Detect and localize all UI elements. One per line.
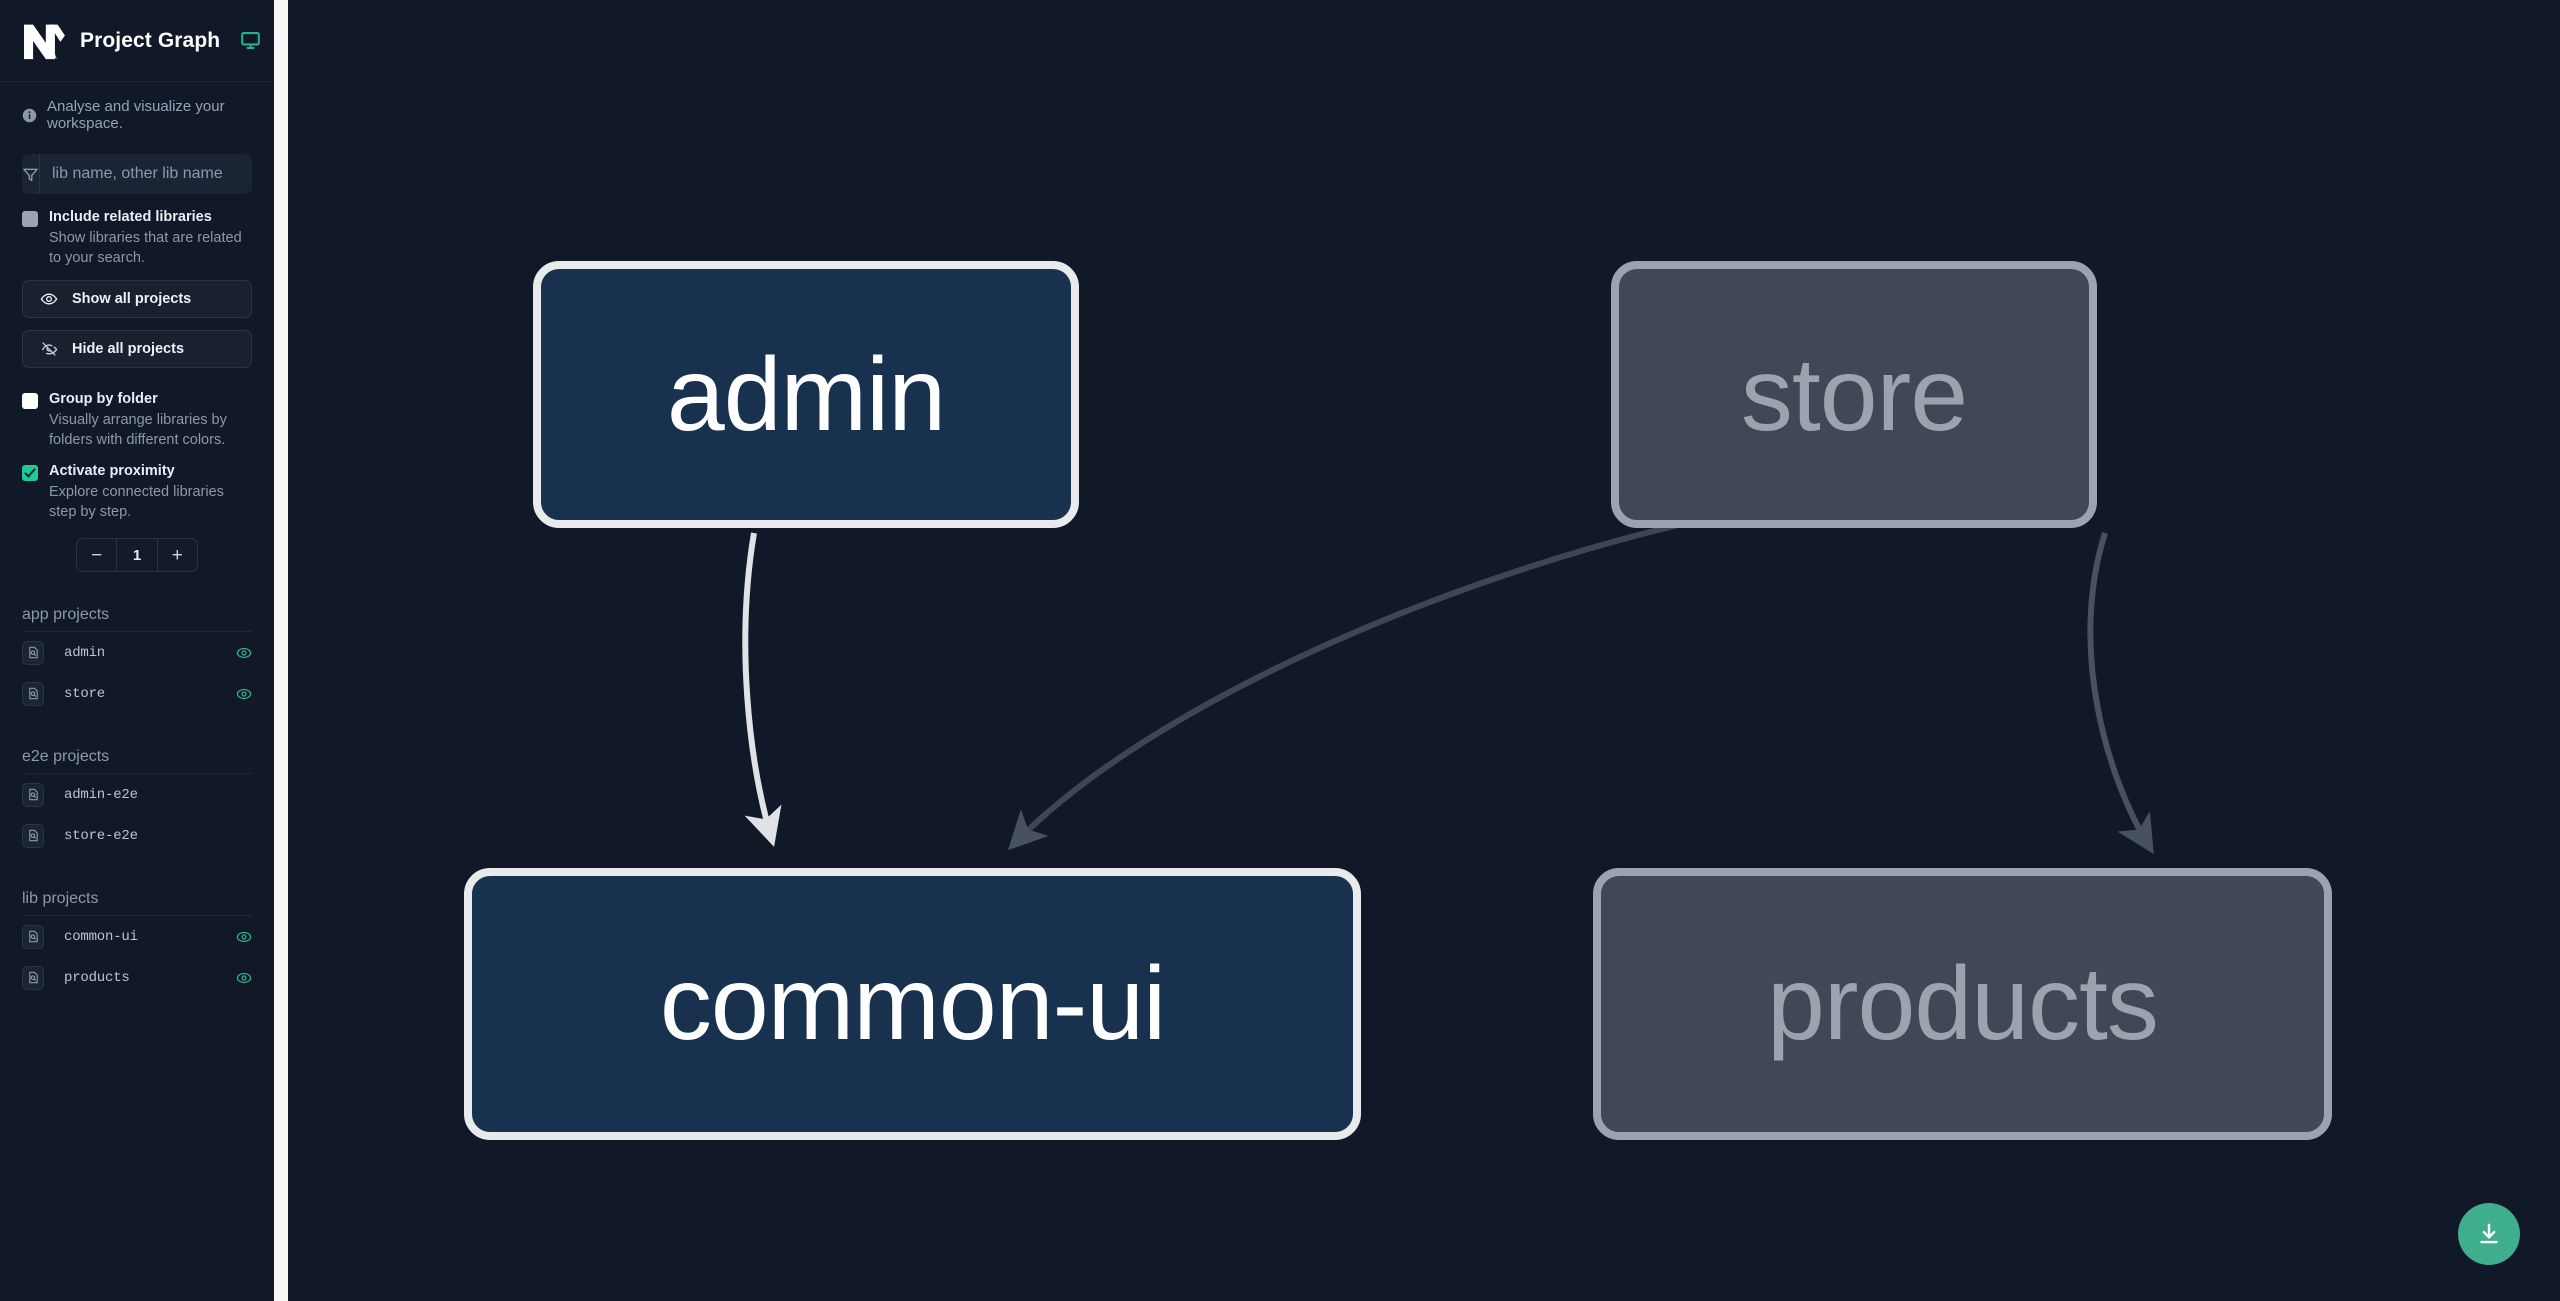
project-file-icon [22,924,44,949]
proximity-decrement-button[interactable]: − [77,539,116,571]
eye-icon [40,290,58,308]
activate-proximity-label: Activate proximity [49,463,175,479]
project-list-item-store[interactable]: store [22,673,252,714]
project-group-heading: lib projects [22,890,252,916]
download-icon [2476,1221,2502,1247]
graph-canvas[interactable]: admin store common-ui products [288,0,2560,1301]
project-list-item-label: store [64,685,106,702]
stepper-divider [156,539,158,571]
activate-proximity-checkbox[interactable] [22,465,38,481]
sidebar-resize-handle[interactable] [274,0,288,1301]
sidebar-header: Project Graph [0,0,274,82]
nx-logo [22,21,66,61]
proximity-increment-button[interactable]: + [158,539,197,571]
project-file-icon [22,782,44,807]
eye-off-icon [40,340,58,358]
sidebar-body: Include related libraries Show libraries… [0,146,274,1301]
graph-node-label: products [1767,946,2159,1062]
graph-node-label: admin [666,336,946,453]
group-by-folder-description: Visually arrange libraries by folders wi… [49,412,227,448]
tagline-text: Analyse and visualize your workspace. [47,98,225,132]
project-group-heading: e2e projects [22,748,252,774]
include-related-checkbox[interactable] [22,211,38,227]
project-file-icon [22,823,44,848]
include-related-label: Include related libraries [49,209,212,225]
option-group-by-folder[interactable]: Group by folder Visually arrange librari… [22,390,252,450]
hide-all-projects-label: Hide all projects [72,341,185,357]
group-by-folder-checkbox[interactable] [22,393,38,409]
project-list-item-common-ui[interactable]: common-ui [22,916,252,957]
project-list-item-admin[interactable]: admin [22,632,252,673]
search-row[interactable] [22,154,252,194]
project-file-icon [22,681,44,706]
project-group-heading: app projects [22,606,252,632]
activate-proximity-description: Explore connected libraries step by step… [49,484,224,520]
project-file-icon [22,640,44,665]
edge-store-to-products [2087,532,2154,855]
sidebar: Project Graph Analyse and visualize your… [0,0,274,1301]
project-list-item-label: products [64,969,130,986]
show-all-projects-label: Show all projects [72,291,192,307]
project-list-item-label: admin-e2e [64,786,138,803]
project-list-item-admin-e2e[interactable]: admin-e2e [22,774,252,815]
proximity-value: 1 [132,546,142,564]
edge-store-to-common-ui [1007,484,1904,851]
show-all-projects-button[interactable]: Show all projects [22,280,252,318]
eye-visible-icon[interactable] [236,645,252,661]
eye-visible-icon[interactable] [236,970,252,986]
group-by-folder-label: Group by folder [49,391,158,407]
project-groups: app projects admin store e2e projects ad… [22,606,252,998]
filter-icon [22,154,40,194]
info-icon [22,108,37,123]
page-title: Project Graph [80,28,221,52]
search-input[interactable] [40,154,252,194]
project-file-icon [22,965,44,990]
graph-node-common-ui[interactable]: common-ui [464,868,1361,1140]
option-activate-proximity[interactable]: Activate proximity Explore connected lib… [22,462,252,522]
download-button[interactable] [2458,1203,2520,1265]
hide-all-projects-button[interactable]: Hide all projects [22,330,252,368]
edge-admin-to-common-ui [742,532,782,847]
graph-node-label: common-ui [659,946,1166,1062]
graph-node-label: store [1740,336,1968,453]
project-list-item-store-e2e[interactable]: store-e2e [22,815,252,856]
monitor-icon[interactable] [234,30,261,51]
project-list-item-label: common-ui [64,928,138,945]
tagline: Analyse and visualize your workspace. [0,82,274,146]
proximity-stepper[interactable]: − 1 + [76,538,198,572]
include-related-description: Show libraries that are related to your … [49,230,242,266]
graph-node-store[interactable]: store [1611,261,2097,528]
stepper-divider [116,539,118,571]
option-include-related-libraries[interactable]: Include related libraries Show libraries… [22,208,252,268]
graph-node-products[interactable]: products [1593,868,2332,1140]
graph-node-admin[interactable]: admin [533,261,1079,528]
eye-visible-icon[interactable] [236,686,252,702]
project-list-item-label: admin [64,644,106,661]
eye-visible-icon[interactable] [236,929,252,945]
project-list-item-products[interactable]: products [22,957,252,998]
project-list-item-label: store-e2e [64,827,138,844]
